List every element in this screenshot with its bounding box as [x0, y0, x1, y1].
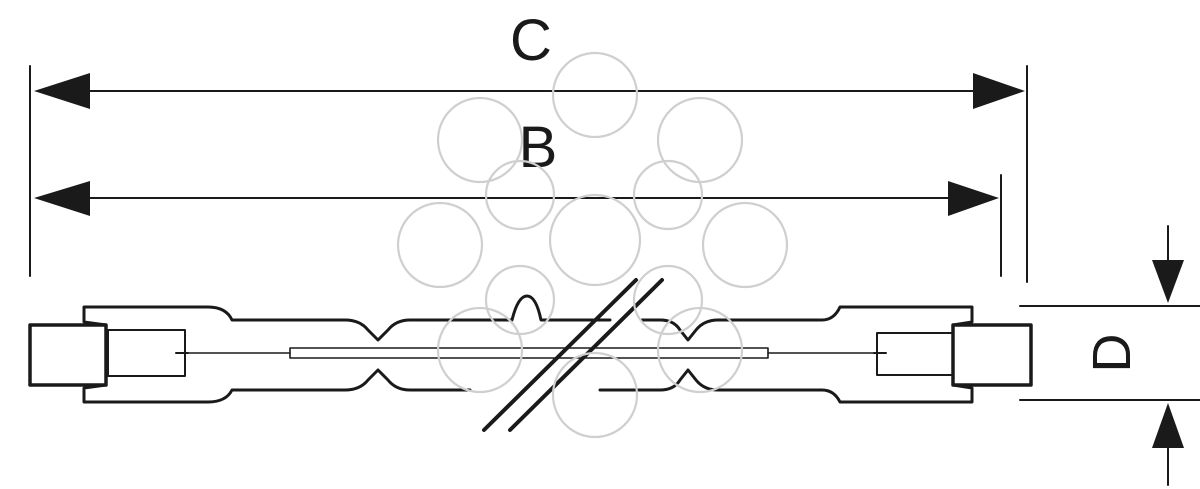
left-pinch-seal [107, 329, 186, 377]
break-mark-left [482, 278, 638, 432]
flower-watermark-icon [396, 51, 789, 439]
dimension-b-right-arrow [948, 181, 999, 216]
dimension-b: B [34, 115, 1002, 277]
dimension-c-label: C [510, 8, 552, 73]
right-pinch-seal [876, 332, 954, 376]
right-end-cap [951, 323, 1033, 387]
dimension-c-left-arrow [34, 73, 90, 109]
dimension-d-bottom-arrow [1152, 403, 1184, 448]
tube-nub [498, 294, 612, 322]
dimension-c: C [29, 8, 1028, 283]
tube-outline-right [598, 305, 974, 404]
left-end-cap [28, 323, 108, 387]
dimension-b-label: B [519, 115, 558, 180]
dimension-c-right-arrow [973, 73, 1025, 109]
filament [289, 347, 769, 359]
dimension-d: D [1019, 225, 1200, 486]
lamp-tube [28, 278, 1033, 432]
dimension-b-left-arrow [34, 181, 90, 216]
dimension-d-top-arrow [1152, 260, 1184, 303]
tube-outline-left [82, 305, 502, 404]
dimension-d-label: D [1082, 334, 1142, 373]
